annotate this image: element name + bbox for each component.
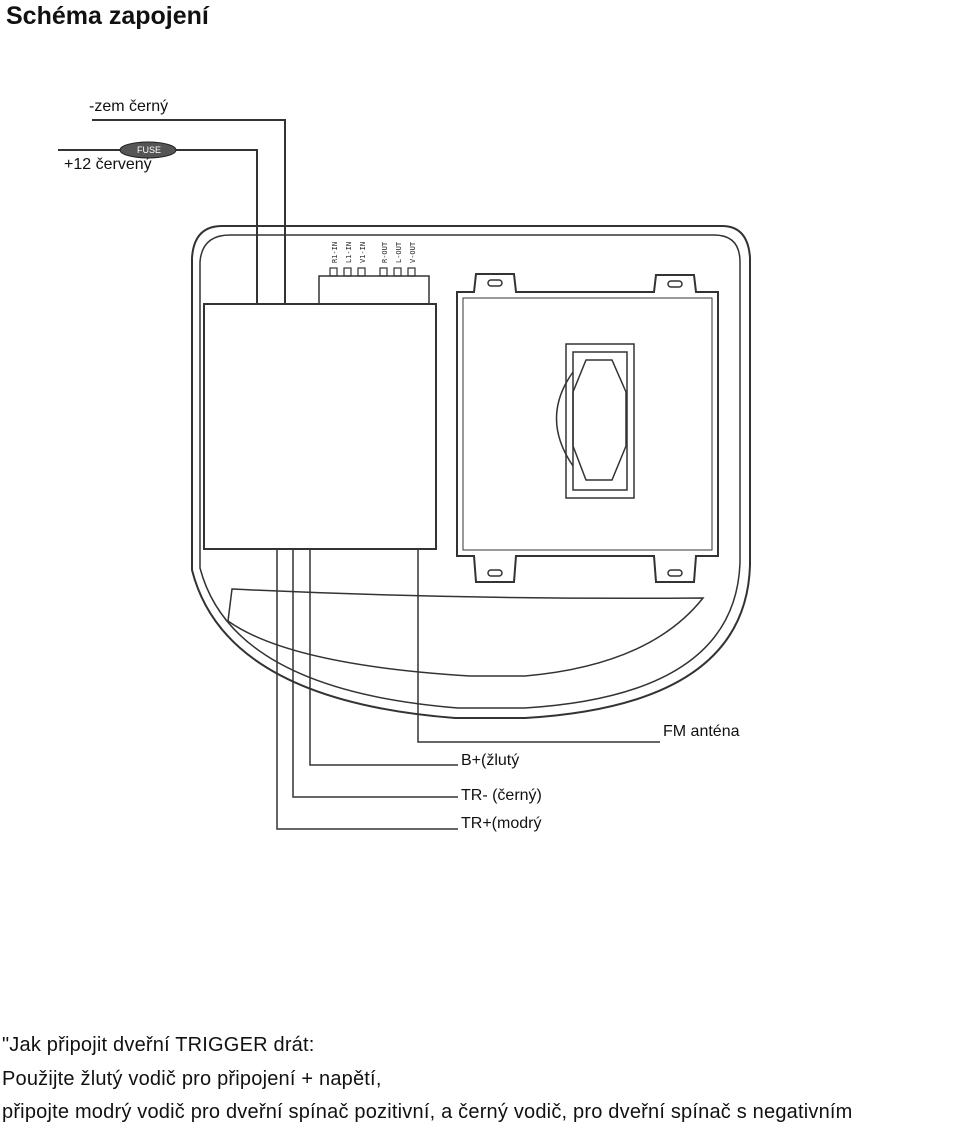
trigger-note-line-2: připojte modrý vodič pro dveřní spínač p… — [2, 1101, 853, 1123]
port-label-r-out: R-OUT — [381, 241, 389, 263]
port-label-l1-in: L1-IN — [345, 242, 353, 263]
tr-minus-wire-label: TR- (černý) — [461, 787, 542, 804]
port-pin — [329, 267, 338, 277]
control-box — [203, 303, 437, 550]
fuse-icon: FUSE — [119, 141, 177, 159]
screw-slot — [667, 569, 683, 577]
b-plus-wire — [309, 549, 458, 766]
connector-ports: R1-IN L1-IN V1-IN R-OUT L-OUT V-OUT — [329, 241, 417, 277]
tr-minus-wire — [292, 549, 458, 798]
tr-plus-wire — [276, 549, 458, 830]
screw-slot — [667, 280, 683, 288]
port-pin — [379, 267, 388, 277]
port-label-v1-in: V1-IN — [359, 242, 367, 263]
connector-block — [318, 275, 430, 305]
fm-antenna-wire — [417, 549, 660, 743]
monitor-plate — [456, 273, 719, 583]
trigger-note-heading: "Jak připojit dveřní TRIGGER drát: — [2, 1034, 315, 1056]
display-window-outer — [565, 343, 635, 499]
port-pin — [393, 267, 402, 277]
fm-antenna-label: FM anténa — [663, 723, 740, 740]
display-lens — [572, 359, 627, 481]
display-arc — [555, 371, 574, 467]
ground-wire — [92, 119, 286, 304]
port-label-r1-in: R1-IN — [331, 242, 339, 263]
page-title: Schéma zapojení — [6, 2, 209, 30]
port-label-v-out: V-OUT — [409, 241, 417, 263]
tr-plus-wire-label: TR+(modrý — [461, 815, 542, 832]
device-housing-inner — [199, 234, 741, 709]
port-label-l-out: L-OUT — [395, 241, 403, 263]
port-pin — [407, 267, 416, 277]
b-plus-wire-label: B+(žlutý — [461, 752, 520, 769]
power-wire-label: +12 červený — [64, 156, 152, 173]
wiring-diagram: FUSE R1-IN L1-IN V1-IN R-OUT L-OUT V-OUT — [58, 119, 751, 830]
screw-slot — [487, 569, 503, 577]
port-pin — [343, 267, 352, 277]
ground-wire-label: -zem černý — [89, 98, 169, 115]
device-housing-outer — [191, 225, 751, 719]
port-pin — [357, 267, 366, 277]
housing-curved-bar — [227, 588, 705, 677]
power-wire — [58, 149, 258, 304]
trigger-note-line-1: Použijte žlutý vodič pro připojení + nap… — [2, 1068, 382, 1090]
screw-slot — [487, 279, 503, 287]
fuse-label: FUSE — [137, 145, 161, 155]
monitor-plate-inner — [462, 297, 713, 551]
